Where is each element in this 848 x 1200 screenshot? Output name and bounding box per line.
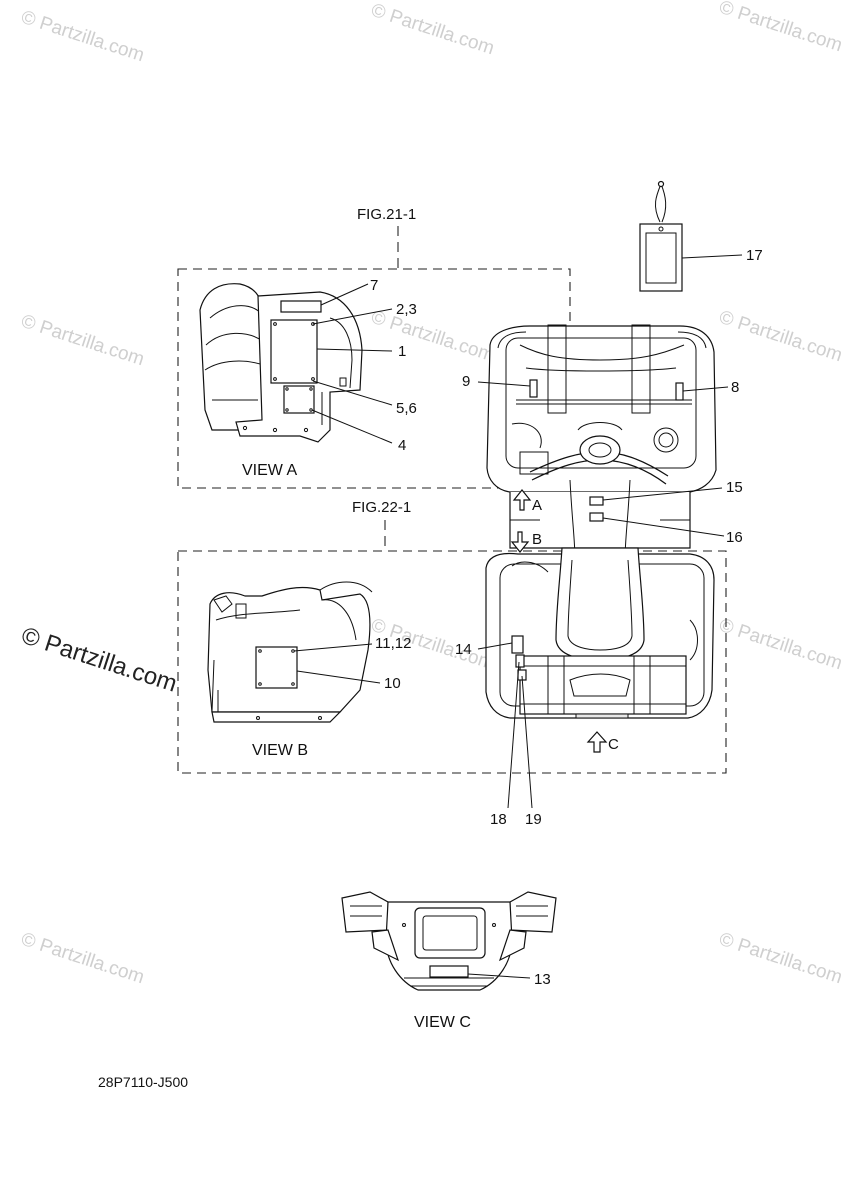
view-c-panel: 13 VIEW C — [341, 891, 557, 1031]
callout-5-6: 5,6 — [396, 400, 417, 417]
watermark-text: © Partzilla.com — [368, 0, 496, 59]
front-fender-illustration — [199, 283, 363, 443]
view-c-label: VIEW C — [414, 1014, 471, 1031]
watermark-text: © Partzilla.com — [18, 7, 146, 67]
rear-fender-illustration — [207, 581, 373, 723]
part-code: 28P7110-J500 — [98, 1074, 188, 1090]
watermarks: © Partzilla.com © Partzilla.com © Partzi… — [18, 0, 845, 988]
figure-ref-21: FIG.21-1 — [357, 206, 416, 223]
callout-11-12: 11,12 — [375, 635, 411, 652]
callout-17: 17 — [746, 247, 763, 264]
watermark-text: © Partzilla.com — [368, 307, 496, 367]
callout-8: 8 — [731, 379, 739, 396]
watermark-text: © Partzilla.com — [716, 307, 844, 367]
view-b-label: VIEW B — [252, 742, 308, 759]
callout-13: 13 — [534, 971, 551, 988]
watermark-text: © Partzilla.com — [716, 929, 844, 989]
watermark-logo-text: © Partzilla.com — [18, 622, 180, 698]
callout-7: 7 — [370, 277, 378, 294]
callout-19: 19 — [525, 811, 542, 828]
callout-16: 16 — [726, 529, 743, 546]
rear-panel-illustration — [341, 891, 557, 991]
watermark-text: © Partzilla.com — [18, 929, 146, 989]
arrow-label-a: A — [532, 497, 542, 514]
callout-4: 4 — [398, 437, 406, 454]
atv-top-view: A B C 9 8 15 16 — [455, 324, 743, 828]
callout-15: 15 — [726, 479, 743, 496]
callout-1: 1 — [398, 343, 406, 360]
arrow-label-c: C — [608, 736, 619, 753]
figure-ref-22: FIG.22-1 — [352, 499, 411, 516]
callout-14: 14 — [455, 641, 472, 658]
watermark-text: © Partzilla.com — [716, 0, 844, 56]
arrow-label-b: B — [532, 531, 542, 548]
hang-tag-illustration: 17 — [639, 180, 763, 292]
watermark-text: © Partzilla.com — [716, 615, 844, 675]
callout-18: 18 — [490, 811, 507, 828]
callout-9: 9 — [462, 373, 470, 390]
callout-2-3: 2,3 — [396, 301, 417, 318]
watermark-text: © Partzilla.com — [18, 311, 146, 371]
view-b-panel: FIG.22-1 VIEW B 11,12 10 — [177, 499, 727, 774]
view-a-label: VIEW A — [242, 462, 297, 479]
callout-10: 10 — [384, 675, 401, 692]
